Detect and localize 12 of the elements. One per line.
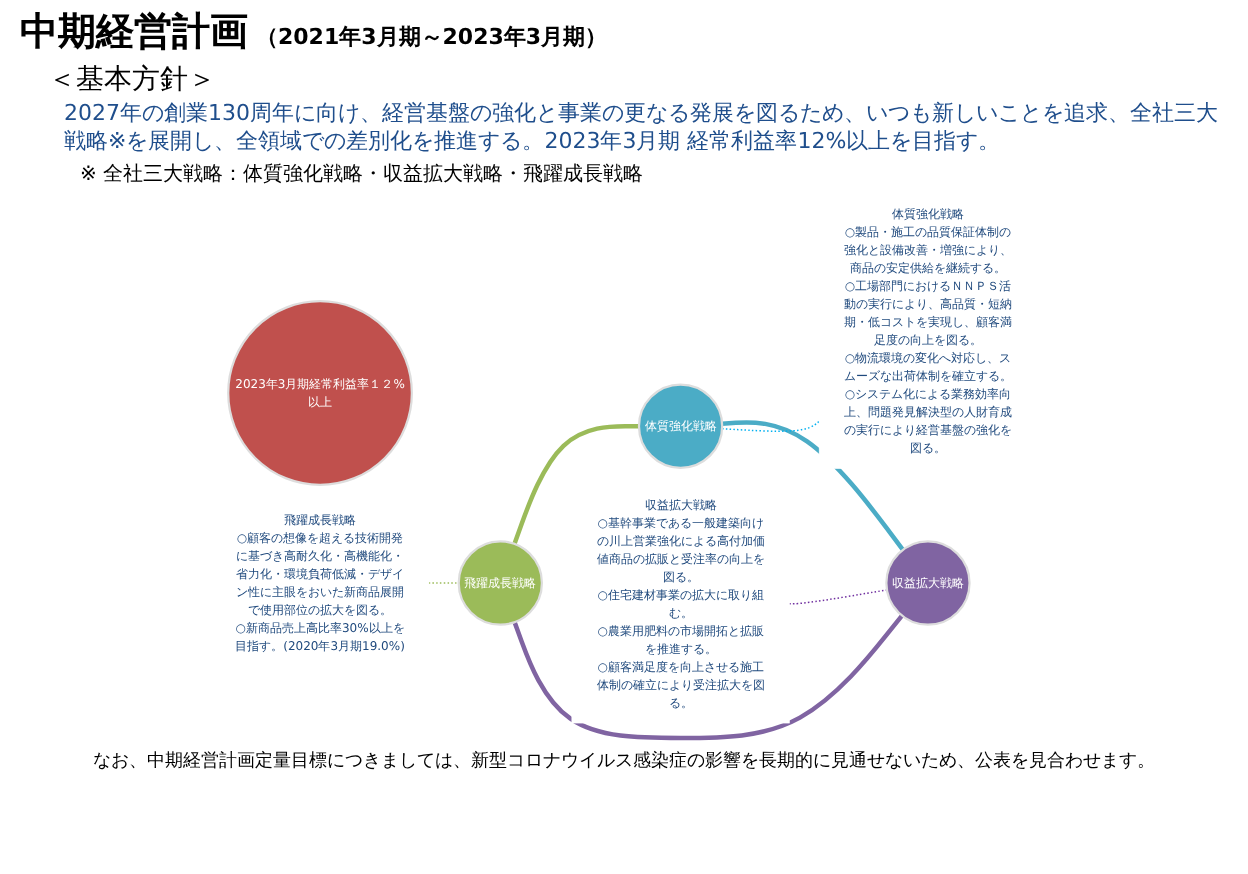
connector xyxy=(788,588,888,604)
title: 中期経営計画 xyxy=(20,10,248,54)
connector xyxy=(721,419,820,432)
connector xyxy=(722,419,905,551)
section-heading: ＜基本方針＞ xyxy=(48,62,218,98)
footnote: ※ 全社三大戦略：体質強化戦略・収益拡大戦略・飛躍成長戦略 xyxy=(80,161,646,188)
connector xyxy=(512,423,639,544)
connector xyxy=(512,613,904,740)
connector xyxy=(428,581,460,583)
policy-text: 2027年の創業130周年に向け、経営基盤の強化と事業の更なる発展を図るため、いつも新しいことを追求、全社三大戦略※を展開し、全領域での差別化を推進する。2023年3月期 経常利益率12%以上を目指す。 xyxy=(64,100,1220,158)
subtitle: （2021年3月期～2023年3月期） xyxy=(256,24,608,50)
caption: なお、中期経営計画定量目標につきましては、新型コロナウイルス感染症の影響を長期的に見通せないため、公表を見合わせます。 xyxy=(91,749,1157,774)
